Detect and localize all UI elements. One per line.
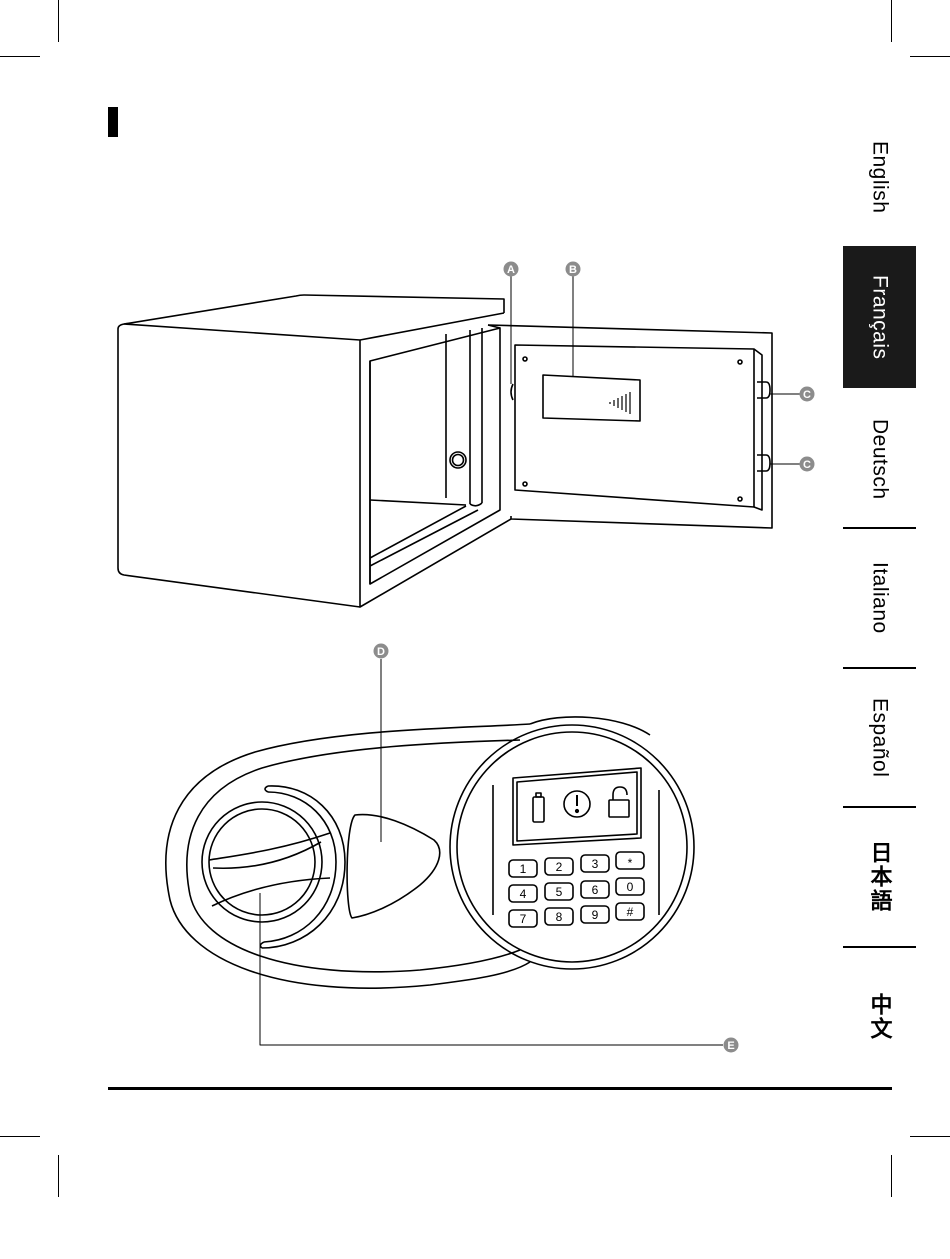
- svg-text:C: C: [803, 389, 811, 401]
- alert-icon: [564, 791, 590, 817]
- tab-chinese[interactable]: 中文: [843, 949, 916, 1085]
- tab-label: 中文: [864, 993, 896, 1041]
- tab-francais[interactable]: Français: [843, 246, 916, 388]
- safe-body: [118, 295, 511, 607]
- tab-divider: [843, 527, 916, 529]
- svg-text:E: E: [727, 1040, 734, 1052]
- tab-divider: [843, 946, 916, 948]
- keypad: [509, 852, 644, 927]
- tab-label: 日本語: [864, 841, 896, 913]
- tab-espanol[interactable]: Español: [843, 670, 916, 806]
- key-label: 5: [556, 885, 563, 899]
- key-label: 9: [592, 908, 599, 922]
- key-label: 2: [556, 860, 563, 874]
- key-label: 0: [627, 880, 634, 894]
- battery-icon: [533, 793, 544, 822]
- key-label: 1: [520, 862, 527, 876]
- callout-c-upper: C: [800, 387, 815, 402]
- tab-label: Deutsch: [868, 419, 892, 500]
- tab-label: Español: [868, 698, 892, 777]
- tab-label: Français: [868, 275, 892, 360]
- callout-b: B: [566, 262, 581, 277]
- callout-c-lower: C: [800, 457, 815, 472]
- key-label: #: [627, 905, 634, 919]
- key-label: *: [628, 856, 633, 870]
- svg-text:A: A: [507, 264, 515, 276]
- key-label: 4: [520, 887, 527, 901]
- svg-text:D: D: [377, 646, 385, 658]
- svg-text:B: B: [569, 264, 577, 276]
- key-label: 6: [592, 883, 599, 897]
- safe-door: [488, 325, 772, 528]
- key-label: 7: [520, 912, 527, 926]
- callout-e: E: [724, 1038, 739, 1053]
- callout-d: D: [374, 644, 389, 659]
- tab-deutsch[interactable]: Deutsch: [843, 392, 916, 526]
- unlock-icon: [609, 787, 629, 817]
- callout-leaders: [260, 276, 800, 1045]
- svg-text:C: C: [803, 459, 811, 471]
- tab-divider: [843, 806, 916, 808]
- tab-label: English: [868, 141, 892, 213]
- key-label: 8: [556, 910, 563, 924]
- tab-japanese[interactable]: 日本語: [843, 809, 916, 945]
- tab-italiano[interactable]: Italiano: [843, 530, 916, 666]
- callout-a: A: [504, 262, 519, 277]
- tab-divider: [843, 667, 916, 669]
- footer-rule: [108, 1087, 892, 1090]
- tab-label: Italiano: [868, 562, 892, 634]
- tab-english[interactable]: English: [843, 108, 916, 246]
- key-label: 3: [592, 857, 599, 871]
- front-panel: [166, 717, 694, 988]
